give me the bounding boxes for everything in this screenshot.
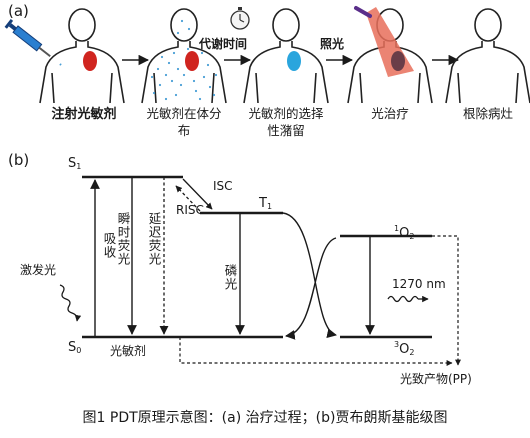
organ-blue	[287, 51, 301, 71]
illumination-label: 照光	[320, 37, 345, 51]
excitation-wave	[59, 284, 82, 322]
absorption-label: 吸收	[101, 232, 117, 259]
organ-dark	[391, 51, 405, 71]
isc-arrow	[182, 178, 213, 210]
person-distribution	[141, 8, 227, 104]
laser-fiber-icon	[354, 6, 372, 18]
stage-retention-label: 光敏剂的选择性潴留	[248, 106, 324, 138]
panel-b-label: (b)	[8, 151, 30, 169]
state-s1-label: S1	[68, 156, 82, 171]
photosensitizer-label: 光敏剂	[110, 344, 147, 358]
state-s0-label: S0	[68, 340, 82, 355]
excitation-light-label: 激发光	[20, 263, 57, 277]
pp-path-singlet	[432, 235, 461, 366]
energy-transfer-curve-1	[282, 212, 337, 338]
emission-wave	[387, 295, 419, 303]
panel-b	[59, 175, 461, 366]
risc-label: RISC	[176, 203, 204, 217]
emission-1270-label: 1270 nm	[392, 277, 446, 291]
energy-transfer-curve-2	[285, 237, 337, 340]
organ-red	[83, 51, 97, 71]
risc-arrow	[175, 185, 201, 212]
state-t1-label: T1	[259, 196, 273, 211]
person-phototherapy	[347, 7, 433, 104]
stage-distribution-label: 光敏剂在体分布	[146, 106, 222, 138]
instant-fluorescence-label: 瞬时荧光	[115, 212, 131, 266]
state-triplet-oxygen-label: 3O2	[394, 340, 415, 357]
syringe-icon	[4, 19, 51, 58]
photosensitizer-dots	[150, 19, 218, 101]
phosphorescence-label: 磷光	[222, 264, 238, 291]
photoproduct-label: 光致产物(PP)	[400, 372, 472, 386]
injection-dots	[59, 63, 62, 66]
panel-a	[4, 6, 530, 104]
organ-red	[185, 51, 199, 71]
panel-a-label: (a)	[8, 2, 29, 20]
figure-caption: 图1 PDT原理示意图：(a) 治疗过程；(b)贾布朗斯基能级图	[82, 410, 448, 426]
stage-injection-label: 注射光敏剂	[51, 107, 117, 122]
stage-phototherapy-label: 光治疗	[371, 106, 409, 121]
stopwatch-icon	[230, 7, 250, 30]
isc-label: ISC	[213, 179, 233, 193]
metabolism-time-label: 代谢时间	[199, 37, 248, 51]
delayed-fluorescence-label: 延迟荧光	[146, 212, 162, 266]
stage-eradication-label: 根除病灶	[462, 106, 513, 121]
state-singlet-oxygen-label: 1O2	[394, 224, 415, 241]
person-healed	[445, 8, 530, 104]
person-retention	[243, 8, 329, 104]
person-injection	[39, 8, 125, 104]
